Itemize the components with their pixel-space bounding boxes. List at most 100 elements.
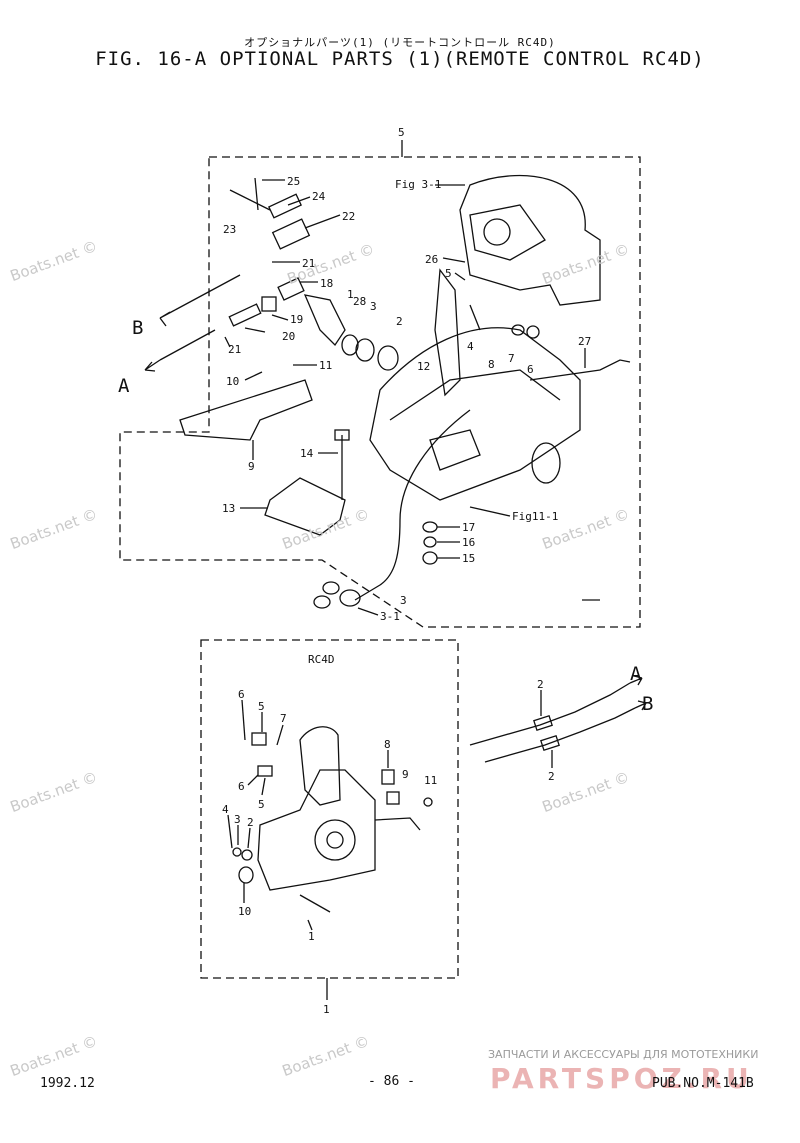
part-19 — [261, 296, 277, 312]
arrow-a-right — [629, 675, 643, 686]
washer-17 — [422, 521, 438, 533]
upper-group-boundary — [119, 156, 641, 628]
lever-1 — [303, 294, 346, 347]
label-rc-6a: 6 — [238, 688, 245, 701]
engine-flywheel — [483, 218, 511, 246]
leader-rc-2 — [247, 827, 251, 849]
footer-page: - 86 - — [368, 1074, 415, 1089]
label-rc-2: 2 — [247, 816, 254, 829]
coupler-3-1 — [339, 589, 361, 607]
part-7 — [511, 324, 525, 336]
label-21b: 21 — [228, 343, 241, 356]
label-arrow-a-upper: A — [118, 375, 130, 397]
washer-3 — [355, 338, 375, 362]
label-15: 15 — [462, 552, 475, 565]
leader-21b — [224, 336, 231, 348]
part-18 — [277, 277, 305, 301]
part-22 — [271, 218, 311, 250]
pin-25 — [254, 177, 259, 211]
diagram-strokes — [119, 140, 647, 1000]
plate-13 — [264, 477, 346, 536]
arrow-b-right — [634, 700, 647, 711]
label-13: 13 — [222, 502, 235, 515]
label-14: 14 — [300, 447, 314, 460]
leader-10 — [244, 371, 263, 381]
arrow-b-upper — [159, 309, 176, 327]
label-rc-5b: 5 — [258, 798, 265, 811]
label-27: 27 — [578, 335, 591, 348]
cable-b-ferrule — [540, 734, 560, 752]
label-fig31: Fig 3-1 — [395, 178, 441, 191]
bolt-14-head — [334, 429, 350, 441]
label-3: 3 — [370, 300, 377, 313]
screw-1 — [299, 894, 331, 913]
label-19: 19 — [290, 313, 303, 326]
label-18: 18 — [320, 277, 333, 290]
label-17: 17 — [462, 521, 475, 534]
label-rc-9: 9 — [402, 768, 409, 781]
bracket-plate — [429, 429, 481, 471]
plug-left — [313, 595, 331, 609]
label-group-5: 5 — [398, 126, 405, 139]
label-cable-2a: 2 — [537, 678, 544, 691]
part-6 — [526, 325, 540, 339]
label-28: 28 — [353, 295, 366, 308]
label-12: 12 — [417, 360, 430, 373]
part-4 — [469, 304, 481, 331]
engine-detail — [469, 204, 546, 261]
label-rc-1: 1 — [308, 930, 315, 943]
label-25: 25 — [287, 175, 300, 188]
leader-rc-1 — [307, 919, 313, 931]
bracket-9 — [179, 379, 313, 441]
spring-24 — [268, 193, 302, 219]
leader-26 — [442, 257, 466, 263]
label-arrow-b-upper: B — [132, 317, 143, 339]
leader-rc-6a — [241, 699, 246, 741]
bracket-edge — [389, 369, 561, 421]
wire-harness — [354, 409, 471, 601]
leader-19 — [271, 314, 289, 321]
label-23: 23 — [223, 223, 236, 236]
leader-rc-5b — [261, 777, 266, 796]
cable-b — [484, 707, 636, 763]
brand-logo: PARTSPOZ.RU — [490, 1062, 753, 1095]
cable-a-ferrule — [533, 714, 553, 732]
label-20: 20 — [282, 330, 295, 343]
washer-28 — [341, 334, 359, 356]
label-5: 5 — [445, 267, 452, 280]
japanese-title: オプショナルパーツ(1) (リモートコントロール RC4D) — [244, 36, 556, 49]
leader-fig11 — [469, 506, 511, 517]
rod-23 — [229, 189, 271, 211]
label-1: 1 — [347, 288, 354, 301]
label-group-1: 1 — [323, 1003, 330, 1016]
leader-rc-7 — [276, 724, 284, 746]
nut-15 — [422, 551, 438, 565]
engine-block — [459, 174, 601, 306]
part-5a — [251, 732, 267, 746]
arrow-labels: B A A B — [118, 317, 653, 715]
rc4d-hub-center — [326, 831, 344, 849]
washer-16 — [423, 536, 437, 548]
label-26: 26 — [425, 253, 438, 266]
part-5-arm — [434, 268, 461, 397]
part-10 — [238, 866, 254, 884]
rc4d-hub — [314, 819, 356, 861]
part-3 — [232, 847, 242, 857]
label-rc-3: 3 — [234, 813, 241, 826]
label-9: 9 — [248, 460, 255, 473]
label-rc-10: 10 — [238, 905, 251, 918]
part-labels: 5 Fig 3-1 25 24 22 23 21 21 18 28 1 3 19… — [222, 126, 591, 1016]
label-6: 6 — [527, 363, 534, 376]
cable-end-b — [174, 274, 241, 311]
arrow-a-upper — [144, 359, 161, 372]
label-8: 8 — [488, 358, 495, 371]
leader-20 — [244, 327, 266, 333]
mount-bracket — [369, 327, 581, 501]
label-11: 11 — [319, 359, 332, 372]
label-21a: 21 — [302, 257, 315, 270]
leader-rc-4 — [227, 814, 233, 849]
leader-22 — [304, 214, 341, 229]
label-rc-8: 8 — [384, 738, 391, 751]
label-22: 22 — [342, 210, 355, 223]
